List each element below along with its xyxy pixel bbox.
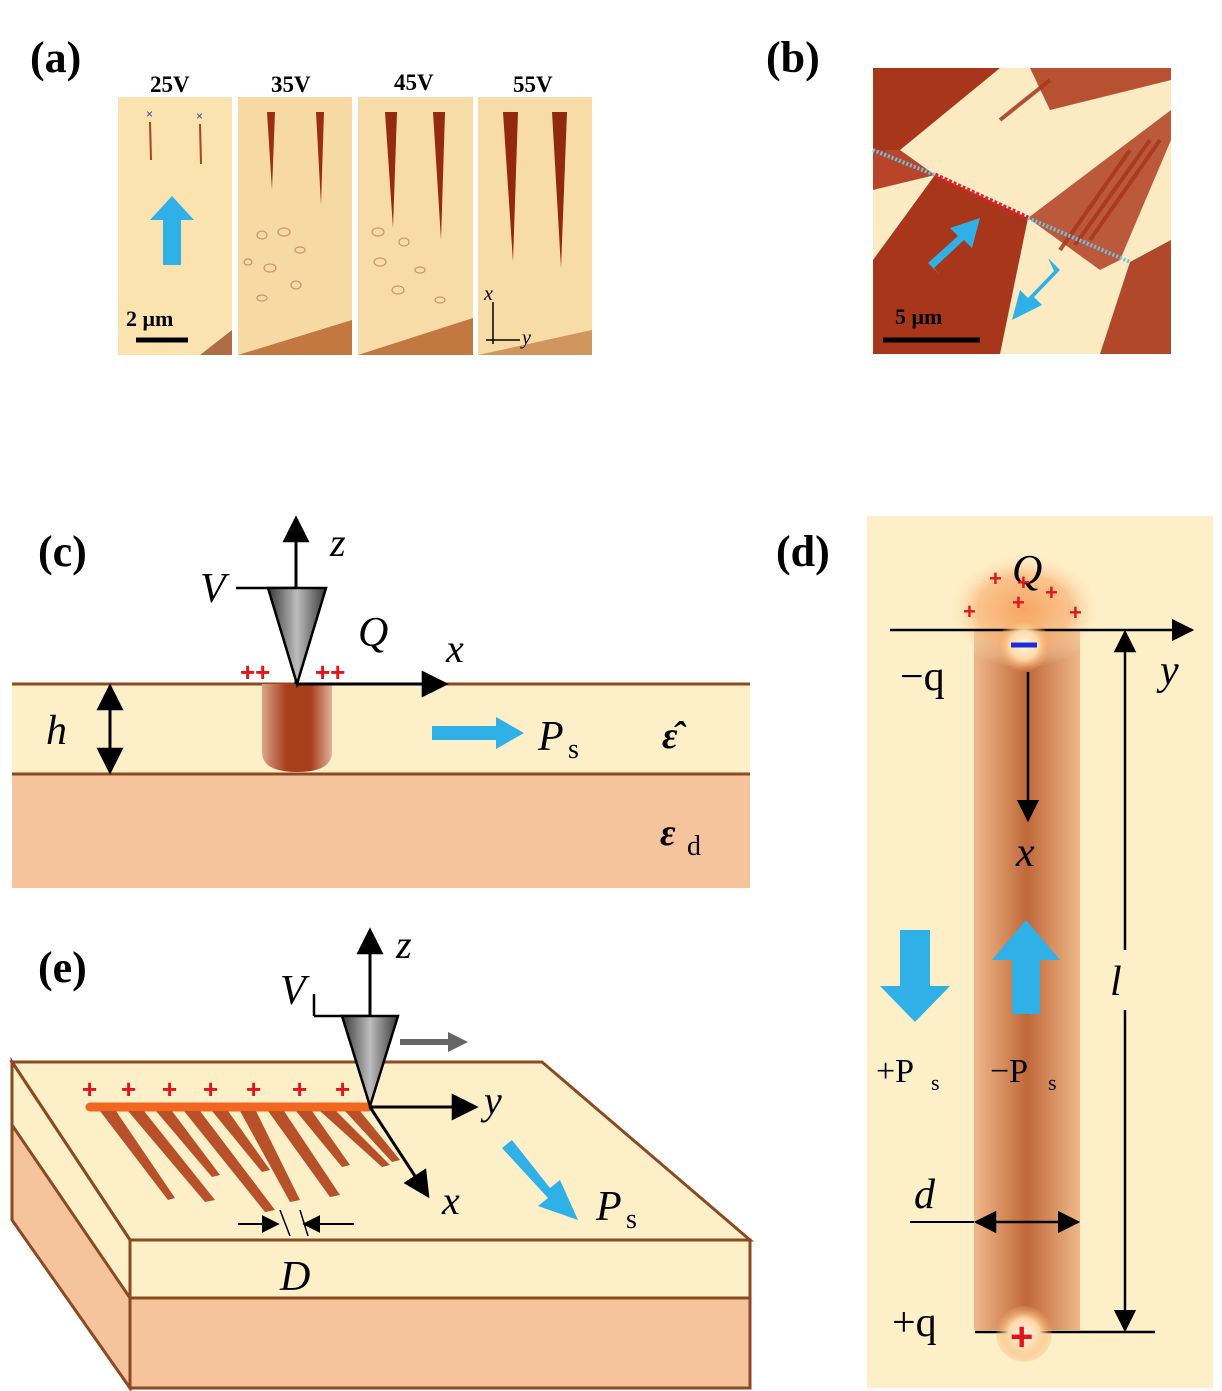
film-front: [128, 1238, 752, 1300]
voltage-label-35v: 35V: [271, 72, 311, 97]
substrate-layer: [12, 774, 750, 888]
svg-text:×: ×: [146, 107, 153, 121]
scalebar-2um-label: 2 μm: [126, 306, 173, 331]
plus-q-label: +q: [892, 1300, 937, 1346]
minus-ps-arrow-icon: [992, 920, 1060, 1014]
svg-text:+: +: [121, 1074, 136, 1104]
x-axis-label: x: [441, 1178, 460, 1223]
length-l-label: l: [1110, 959, 1122, 1005]
domain-nucleus: [262, 684, 332, 772]
minus-ps-label: −P: [990, 1053, 1028, 1090]
panel-a-label: (a): [30, 33, 81, 82]
afm-tip-icon: [266, 586, 328, 689]
charge-Q-label: Q: [1012, 548, 1042, 594]
panel-b-label: (b): [766, 33, 820, 82]
svg-text:+: +: [1045, 580, 1058, 605]
thickness-h-label: h: [46, 708, 67, 754]
polarization-up-arrow-icon: [928, 218, 980, 275]
x-axis-label: x: [1015, 830, 1035, 876]
ps-label: P: [537, 714, 564, 760]
substrate-front: [128, 1296, 752, 1390]
charges-right: ++: [315, 657, 345, 687]
charge-Q-label: Q: [358, 610, 388, 656]
panel-e: (e) + + + + + + +: [9, 922, 755, 1391]
epsilon-d-label: ε: [660, 812, 676, 854]
panel-c-label: (c): [38, 527, 87, 576]
voltage-V-label: V: [200, 566, 230, 612]
pfm-image-45v: [358, 97, 473, 355]
voltage-label-55v: 55V: [513, 72, 553, 97]
plus-ps-label: +P: [876, 1053, 914, 1090]
afm-tip-icon: [340, 1014, 400, 1111]
axis-y-label: y: [520, 327, 531, 349]
panel-d: (d) y Q ++ ++ ++ −q x +P s −P s l d: [776, 516, 1213, 1388]
width-d-label: d: [914, 1172, 936, 1218]
polarization-arrow-icon: [150, 196, 194, 265]
svg-text:+: +: [292, 1074, 307, 1104]
panel-a: (a) 25V 35V 45V 55V × × 2 μm: [30, 33, 592, 355]
svg-text:+: +: [335, 1074, 350, 1104]
film-layer: [12, 684, 750, 774]
ps-subscript: s: [626, 1204, 637, 1235]
ps-subscript: s: [568, 734, 579, 765]
polarization-arrow-icon: [432, 717, 524, 749]
scalebar-5um-label: 5 μm: [895, 304, 942, 329]
panel-c: (c) z V x Q ++ ++ h P s ε̂ ε d: [12, 515, 750, 888]
scan-direction-icon: [448, 1032, 468, 1052]
z-axis-label: z: [395, 922, 412, 967]
minus-q-label: −q: [900, 654, 945, 700]
x-axis-label: x: [445, 626, 464, 671]
voltage-label-25v: 25V: [150, 72, 190, 97]
svg-text:+: +: [162, 1074, 177, 1104]
svg-text:+: +: [1012, 590, 1025, 615]
surface-charges: + + + + + + +: [82, 1074, 350, 1104]
x-axis-arrow: [368, 1106, 430, 1199]
y-axis-label: y: [1156, 648, 1179, 694]
ps-label: P: [595, 1184, 622, 1230]
svg-text:+: +: [963, 599, 976, 624]
axis-x-label: x: [483, 283, 493, 305]
voltage-label-45v: 45V: [394, 70, 434, 95]
panel-e-label: (e): [38, 943, 87, 992]
period-D-label: D: [279, 1254, 310, 1300]
svg-text:+: +: [246, 1074, 261, 1104]
panel-b: (b) 5 μm: [766, 33, 1171, 354]
svg-text:+: +: [203, 1074, 218, 1104]
y-axis-label: y: [480, 1078, 502, 1123]
voltage-V-label: V: [280, 968, 310, 1014]
svg-text:×: ×: [196, 109, 203, 123]
charge-Q-cloud: [946, 552, 1102, 668]
svg-text:+: +: [989, 566, 1002, 591]
needle-domains: [100, 1111, 400, 1212]
epsilon-d-subscript: d: [687, 831, 701, 862]
panel-d-label: (d): [776, 527, 830, 576]
z-axis-label: z: [329, 520, 346, 565]
plus-ps-subscript: s: [931, 1070, 940, 1095]
polarization-down-arrow-icon: [1012, 258, 1060, 320]
polarization-arrow-icon: [502, 1140, 578, 1220]
svg-text:+: +: [82, 1074, 97, 1104]
plus-ps-arrow-icon: [880, 930, 950, 1022]
charges-left: ++: [240, 657, 270, 687]
plus-sign-icon: +: [1010, 1315, 1033, 1359]
pfm-image-25v: × × 2 μm: [118, 97, 232, 355]
svg-text:+: +: [1069, 600, 1082, 625]
plus-q-charge: [996, 1306, 1052, 1362]
pfm-image-55v: x y: [478, 97, 592, 355]
svg-text:+: +: [1017, 570, 1030, 595]
pfm-image-35v: [238, 97, 352, 355]
minus-ps-subscript: s: [1048, 1070, 1057, 1095]
